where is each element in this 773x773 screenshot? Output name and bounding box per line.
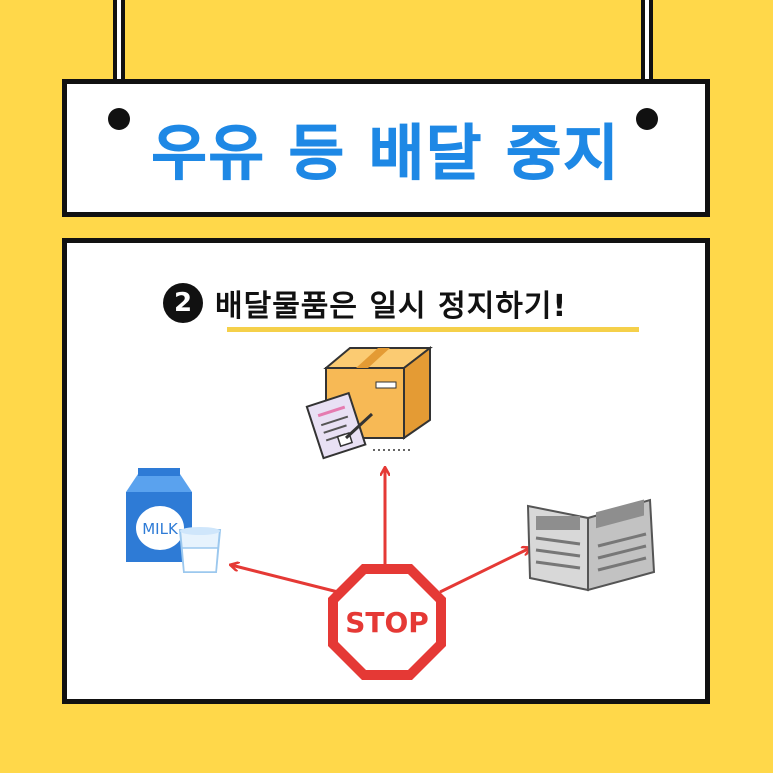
arrows <box>231 468 530 594</box>
newspaper-icon <box>526 498 656 592</box>
arrow-left <box>231 565 339 594</box>
pen-icon <box>344 412 374 440</box>
milk-carton-icon: MILK <box>126 468 192 562</box>
step-number-badge: 2 <box>163 283 203 323</box>
glass-of-milk-icon <box>178 527 222 573</box>
milk-label: MILK <box>142 520 179 538</box>
step-text: 배달물품은 일시 정지하기! <box>215 289 568 324</box>
stop-sign-icon: STOP <box>328 564 446 680</box>
step-heading: 2 배달물품은 일시 정지하기! <box>163 281 567 325</box>
arrow-right <box>439 548 530 594</box>
title-sign: 우유 등 배달 중지 <box>62 79 710 217</box>
stop-label: STOP <box>345 606 429 639</box>
page-title: 우유 등 배달 중지 <box>151 118 621 189</box>
left-hanger-pin <box>108 108 130 130</box>
heading-underline <box>227 327 639 332</box>
right-hanger-pin <box>636 108 658 130</box>
